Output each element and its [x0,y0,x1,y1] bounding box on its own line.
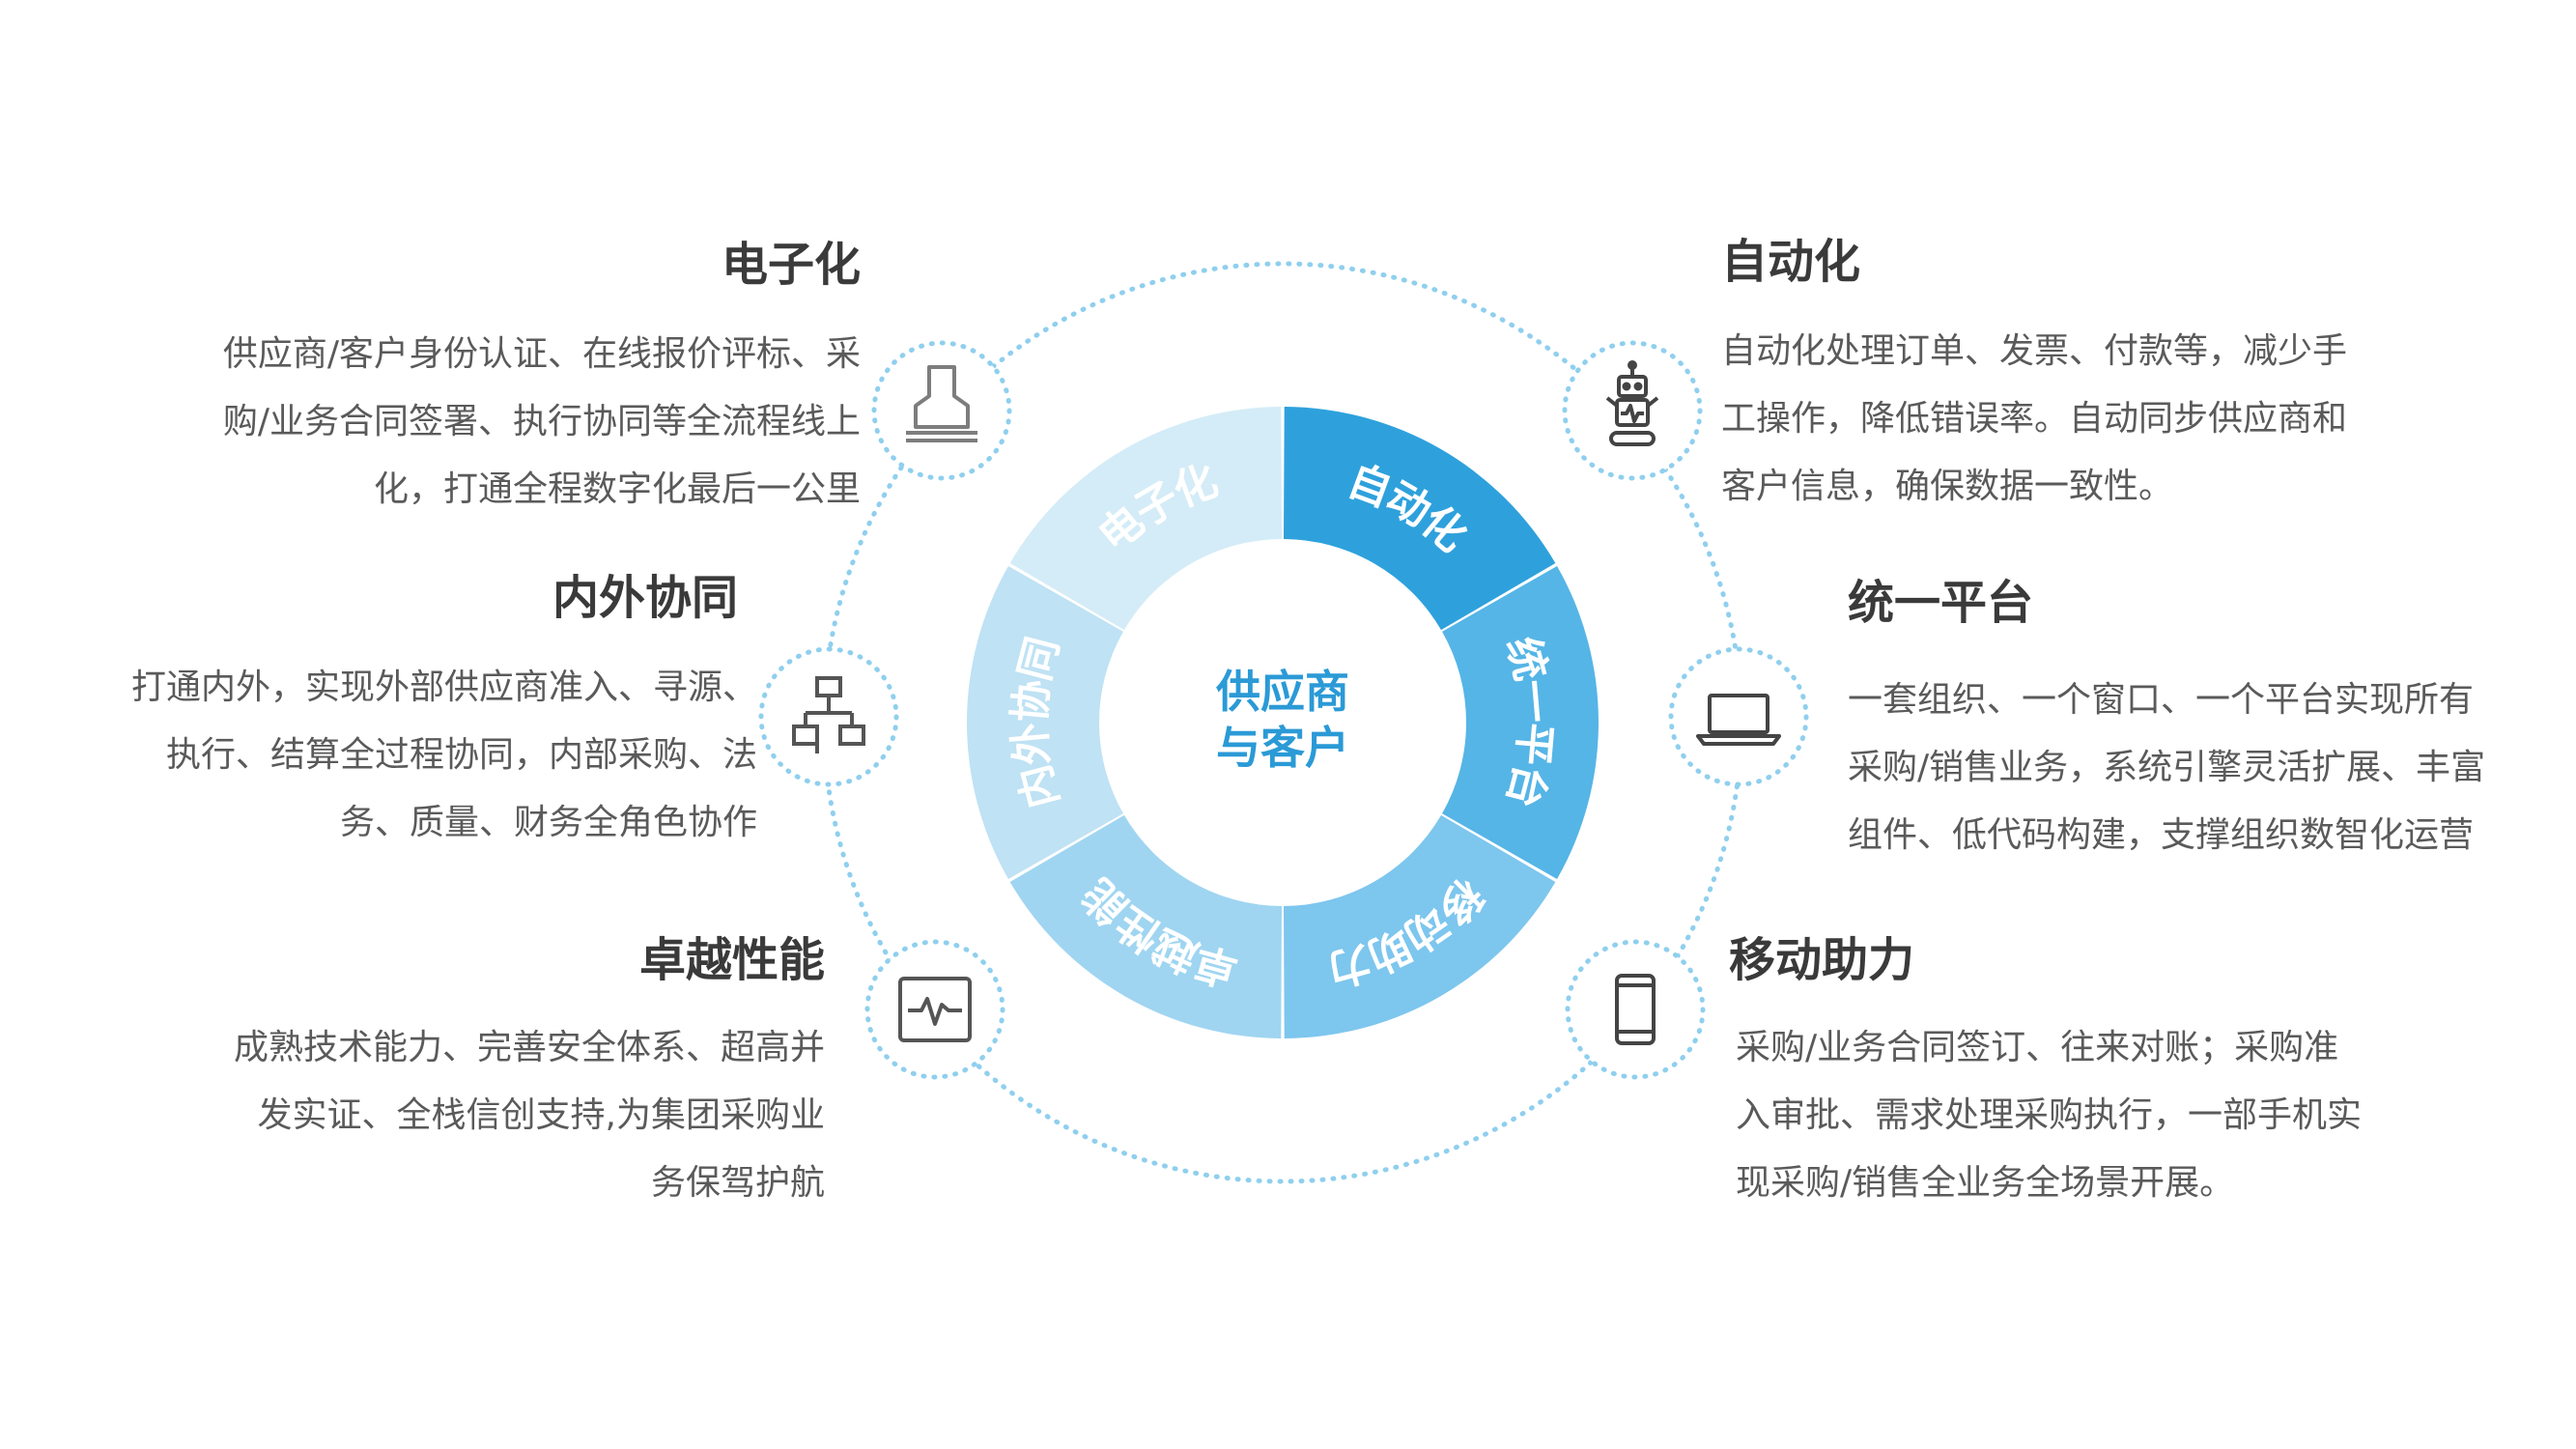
mobile-description: 采购/业务合同签订、往来对账；采购准 入审批、需求处理采购执行，一部手机实 现采… [1736,1014,2362,1217]
donut-segment [1283,814,1556,1038]
donut-segment [1009,407,1283,631]
performance-desc-line: 发实证、全栈信创支持,为集团采购业 [257,1095,825,1135]
smartphone-icon [1615,974,1656,1045]
automation-description: 自动化处理订单、发票、付款等，减少手 工操作，降低错误率。自动同步供应商和 客户… [1721,318,2347,521]
platform-desc-line: 组件、低代码构建，支撑组织数智化运营 [1848,815,2475,855]
donut-segment [1283,407,1556,631]
stamp-icon-badge [871,340,1012,481]
performance-description: 成熟技术能力、完善安全体系、超高并 发实证、全栈信创支持,为集团采购业 务保驾护… [234,1014,825,1217]
mobile-desc-line: 入审批、需求处理采购执行，一部手机实 [1736,1095,2363,1135]
laptop-icon [1696,694,1781,746]
performance-title: 卓越性能 [638,933,825,987]
collaboration-desc-line: 打通内外，实现外部供应商准入、寻源、 [130,668,757,707]
monitor-pulse-icon-badge [864,939,1005,1080]
org-chart-icon-badge [758,646,899,787]
donut-segment [1009,814,1283,1038]
automation-desc-line: 工操作，降低错误率。自动同步供应商和 [1721,399,2348,439]
electronic-desc-line: 化，打通全程数字化最后一公里 [373,469,861,509]
robot-icon [1605,360,1659,446]
center-label-line1: 供应商 [1216,666,1349,718]
robot-icon-badge [1562,340,1703,481]
electronic-desc-line: 供应商/客户身份认证、在线报价评标、采 [222,334,861,374]
automation-title: 自动化 [1721,235,1861,289]
collaboration-title: 内外协同 [552,571,738,625]
collaboration-desc-line: 执行、结算全过程协同，内部采购、法 [165,735,757,775]
smartphone-icon-badge [1565,939,1706,1080]
performance-desc-line: 务保驾护航 [650,1163,825,1203]
automation-desc-line: 客户信息，确保数据一致性。 [1721,467,2174,506]
mobile-desc-line: 采购/业务合同签订、往来对账；采购准 [1736,1028,2339,1067]
mobile-title: 移动助力 [1729,933,1915,987]
laptop-icon-badge [1668,646,1809,787]
collaboration-description: 打通内外，实现外部供应商准入、寻源、 执行、结算全过程协同，内部采购、法 务、质… [131,654,757,857]
platform-desc-line: 一套组织、一个窗口、一个平台实现所有 [1848,680,2475,720]
stamp-icon [906,365,977,442]
monitor-pulse-icon [898,977,972,1042]
platform-title: 统一平台 [1848,576,2034,630]
electronic-title: 电子化 [721,238,861,292]
donut-segment [967,565,1123,880]
platform-description: 一套组织、一个窗口、一个平台实现所有 采购/销售业务，系统引擎灵活扩展、丰富 组… [1848,667,2485,869]
electronic-description: 供应商/客户身份认证、在线报价评标、采 购/业务合同签署、执行协同等全流程线上 … [223,321,861,524]
center-label-line2: 与客户 [1216,722,1349,774]
platform-desc-line: 采购/销售业务，系统引擎灵活扩展、丰富 [1848,748,2486,787]
mobile-desc-line: 现采购/销售全业务全场景开展。 [1736,1163,2235,1203]
electronic-desc-line: 购/业务合同签署、执行协同等全流程线上 [222,402,861,441]
performance-desc-line: 成熟技术能力、完善安全体系、超高并 [233,1028,825,1067]
donut-segment [1442,565,1599,880]
donut-segments [967,407,1599,1038]
collaboration-desc-line: 务、质量、财务全角色协作 [339,803,757,842]
automation-desc-line: 自动化处理订单、发票、付款等，减少手 [1721,331,2348,371]
org-chart-icon [792,676,865,753]
